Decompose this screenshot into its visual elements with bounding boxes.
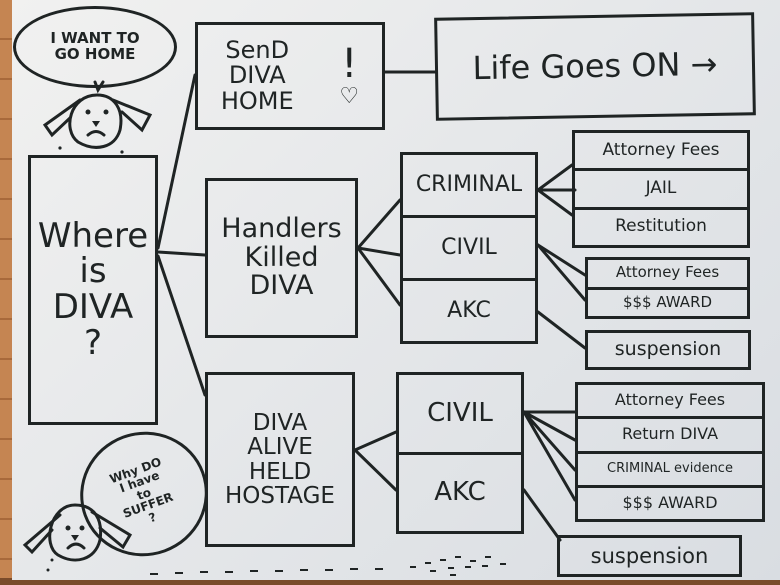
connector-root-send (156, 73, 197, 250)
exclamation-mark: ! (341, 41, 358, 88)
outcome-award: $$$ AWARD (588, 286, 747, 317)
dog-bottom-drawing (22, 503, 133, 562)
speech-bubble-top: I WANT TO GO HOME (13, 6, 177, 88)
outcome-restitution: Restitution (575, 206, 747, 245)
outcome-attorney-fees: Attorney Fees (614, 390, 726, 410)
killed-line-1: Handlers (221, 213, 342, 245)
root-line-3: DIVA (52, 287, 134, 327)
outcome-return-diva: Return DIVA (578, 416, 762, 450)
outcome-jail: JAIL (575, 168, 747, 206)
suspension-text: suspension (614, 338, 722, 361)
path-akc-alive: AKC (399, 451, 521, 532)
connector-killed-civil (356, 246, 402, 257)
connector-alive-akc (353, 448, 398, 492)
branch-diva-alive-hostage: DIVA ALIVE HELD HOSTAGE (205, 372, 355, 547)
connector-root-alive (156, 254, 207, 397)
outcome-attorney-fees: Attorney Fees (602, 139, 720, 160)
send-line-3: HOME (220, 86, 294, 115)
alive-line-3: HELD (248, 458, 312, 485)
speech-bubble-top-text: I WANT TO GO HOME (50, 29, 140, 63)
root-line-2: is (79, 251, 107, 292)
path-criminal: CRIMINAL (415, 172, 523, 198)
root-line-4: ? (83, 322, 103, 363)
killed-legal-paths: CRIMINAL CIVIL AKC (400, 152, 538, 344)
civil-outcomes-alive: Attorney Fees Return DIVA CRIMINAL evide… (575, 382, 765, 522)
alive-line-4: HOSTAGE (225, 482, 335, 509)
connector-root-killed (156, 250, 207, 257)
suspension-alive-text: suspension (590, 543, 709, 568)
path-akc: AKC (403, 278, 535, 341)
connector-criminal-outcomes (535, 163, 577, 217)
root-line-1: Where (37, 215, 149, 256)
outcome-criminal-evidence: CRIMINAL evidence (578, 450, 762, 485)
wood-table-bottom (0, 578, 780, 585)
killed-line-3: DIVA (249, 270, 314, 302)
connector-akc-suspension (536, 310, 587, 350)
alive-line-2: ALIVE (247, 434, 313, 461)
speech-bubble-bottom-text: Why DO I have to SUFFER ? (107, 454, 176, 526)
connector-alive-civil (353, 430, 398, 452)
paw-print-trail (46, 146, 506, 576)
outcome-suspension-alive: suspension (557, 535, 742, 577)
connector-killed-criminal (356, 198, 402, 250)
heart-icon: ♡ (339, 84, 360, 110)
life-goes-on-text: Life Goes ON → (472, 44, 718, 87)
civil-outcomes-killed: Attorney Fees $$$ AWARD (585, 257, 750, 319)
outcome-life-goes-on: Life Goes ON → (434, 12, 756, 121)
criminal-outcomes: Attorney Fees JAIL Restitution (572, 130, 750, 248)
dog-top-drawing (42, 93, 153, 149)
outcome-attorney-fees: Attorney Fees (615, 263, 720, 282)
branch-send-diva-home: SenD DIVA HOME ! ♡ (195, 22, 385, 130)
killed-line-2: Killed (244, 241, 319, 273)
send-line-1: SenD (225, 36, 290, 65)
root-where-is-diva: Where is DIVA ? (28, 155, 158, 425)
path-civil: CIVIL (403, 215, 535, 278)
alive-legal-paths: CIVIL AKC (396, 372, 524, 534)
wood-table-edge (0, 0, 14, 585)
connector-civil2-outcomes (522, 410, 577, 502)
outcome-suspension: suspension (585, 330, 751, 370)
outcome-award: $$$ AWARD (578, 484, 762, 519)
connector-civil-outcomes (536, 243, 587, 302)
branch-handlers-killed-diva: Handlers Killed DIVA (205, 178, 358, 338)
alive-line-1: DIVA (252, 410, 308, 437)
connector-akc2-suspension (522, 488, 562, 542)
path-civil-alive: CIVIL (427, 397, 493, 428)
connector-killed-akc (356, 246, 402, 307)
send-line-2: DIVA (228, 61, 286, 90)
